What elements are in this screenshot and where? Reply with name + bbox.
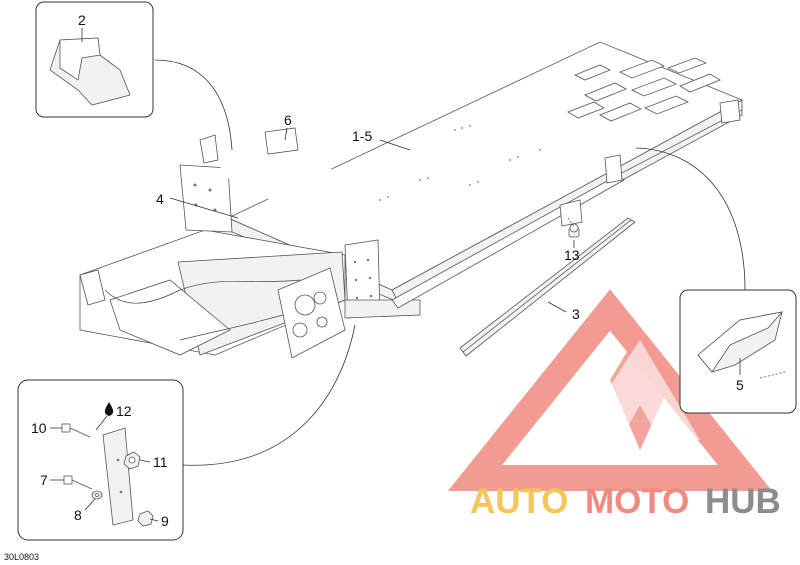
detail-box-2 xyxy=(35,1,154,118)
callout-13: 13 xyxy=(564,247,580,263)
callout-2: 2 xyxy=(78,12,86,28)
tunnel-rivets xyxy=(329,125,541,226)
part-13-fastener xyxy=(567,217,580,238)
callout-8: 8 xyxy=(74,507,82,523)
watermark-hub: HUB xyxy=(705,482,781,521)
column-holes xyxy=(353,258,373,300)
callout-9: 9 xyxy=(161,513,169,529)
callout-11: 11 xyxy=(153,454,168,470)
callout-4: 4 xyxy=(156,191,164,207)
part-3-rail xyxy=(459,217,636,357)
callout-3: 3 xyxy=(572,306,580,322)
detail-box-5 xyxy=(679,289,797,414)
callout-6: 6 xyxy=(284,112,292,128)
callout-5: 5 xyxy=(736,377,744,393)
frame-assembly xyxy=(79,41,743,359)
callout-12: 12 xyxy=(116,403,132,419)
leader-lines xyxy=(154,59,746,466)
callout-7: 7 xyxy=(40,472,48,488)
liquid-drop-icon xyxy=(104,402,114,416)
tunnel-slots xyxy=(567,57,721,122)
detail-box-hardware xyxy=(17,379,184,541)
drawing-code: 30L0803 xyxy=(4,552,39,562)
watermark-auto: AUTO xyxy=(470,482,569,521)
callout-1-5: 1-5 xyxy=(352,128,372,144)
watermark-moto: MOTO xyxy=(585,482,689,521)
callout-10: 10 xyxy=(31,420,47,436)
watermark-logo xyxy=(447,289,773,491)
